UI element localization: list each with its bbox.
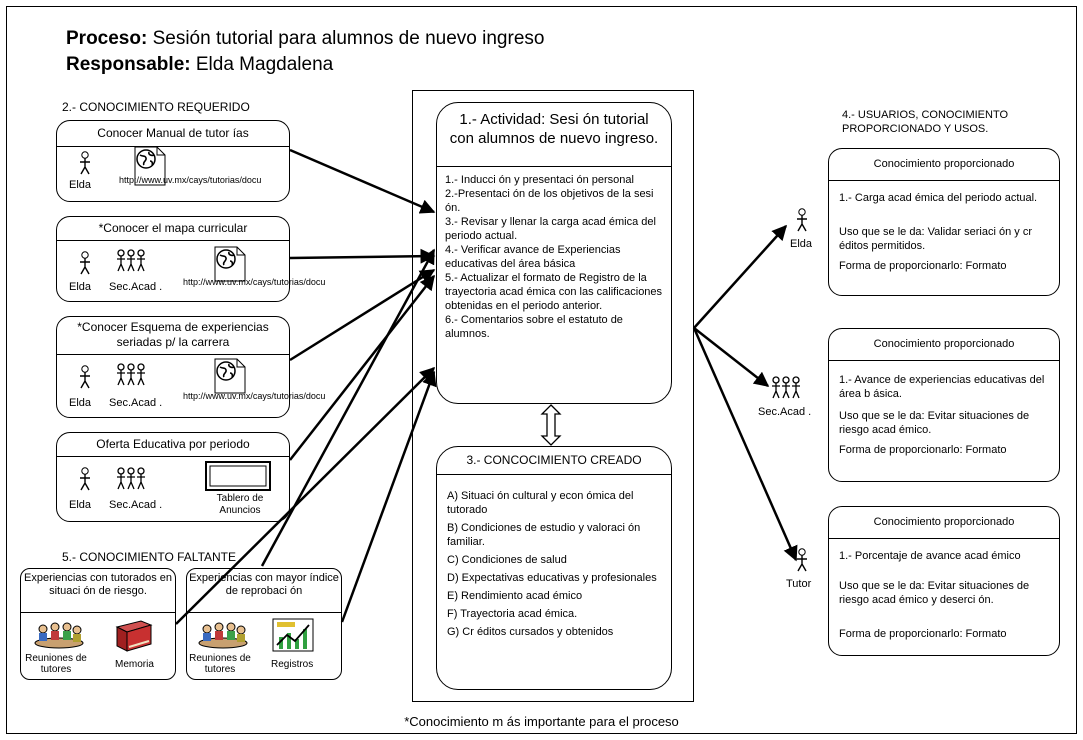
person-icon (797, 548, 807, 572)
double-arrow-icon (540, 404, 562, 446)
meeting-icon (198, 622, 248, 649)
user-box-secacad: Conocimiento proporcionado 1.- Avance de… (828, 328, 1060, 482)
person-icon (797, 208, 807, 232)
responsible-value: Elda Magdalena (195, 54, 334, 75)
group-icon (772, 376, 800, 399)
missing-item-label: Memoria (115, 659, 154, 670)
user-box-title: Conocimiento proporcionado (829, 507, 1059, 539)
activity-title: 1.- Actividad: Sesi ón tutorial con alum… (437, 103, 671, 167)
resource-label: Tablero de Anuncios (216, 493, 264, 516)
created-item: C) Condiciones de salud (447, 554, 567, 566)
created-item: B) Condiciones de estudio y valoraci ón … (447, 522, 641, 548)
missing-item-label: Reuniones de tutores (189, 653, 251, 675)
user-label: Sec.Acad . (758, 406, 812, 418)
actor-label: Elda (69, 499, 92, 511)
user-box-elda: Conocimiento proporcionado 1.- Carga aca… (828, 148, 1060, 296)
book-icon (115, 620, 153, 652)
diagram-frame (6, 6, 1077, 734)
user-use: Uso que se le da: Validar seriaci ón y c… (839, 226, 1032, 252)
user-label: Tutor (786, 578, 812, 590)
person-icon (80, 151, 90, 175)
activity-step: 5.- Actualizar el formato de Registro de… (445, 272, 663, 312)
activity-step: 2.-Presentaci ón de los objetivos de la … (445, 188, 654, 214)
chart-records-icon (272, 618, 314, 652)
user-knowledge: 1.- Porcentaje de avance acad émico (839, 550, 1021, 562)
user-box-title: Conocimiento proporcionado (829, 149, 1059, 181)
missing-box-riesgo: Experiencias con tutorados en situaci ón… (20, 568, 176, 680)
created-item: E) Rendimiento acad émico (447, 590, 583, 602)
responsible-label: Responsable: (66, 54, 191, 75)
actor-label: Sec.Acad . (109, 281, 163, 293)
actor-label: Sec.Acad . (109, 499, 163, 511)
activity-steps: 1.- Inducci ón y presentaci ón personal … (445, 173, 669, 341)
activity-step: 3.- Revisar y llenar la carga acad émica… (445, 216, 656, 242)
activity-step: 4.- Verificar avance de Experiencias edu… (445, 244, 621, 270)
user-use: Uso que se le da: Evitar situaciones de … (839, 580, 1030, 606)
group-icon (117, 467, 145, 490)
missing-item-label: Registros (271, 659, 314, 670)
missing-box-title: Experiencias con mayor índice de reproba… (187, 569, 341, 613)
created-knowledge-box: 3.- CONCOCIMIENTO CREADO A) Situaci ón c… (436, 446, 672, 690)
responsible-title: Responsable: Elda Magdalena (66, 54, 333, 76)
process-value: Sesión tutorial para alumnos de nuevo in… (152, 28, 545, 49)
web-document-icon (134, 146, 166, 186)
url-label[interactable]: http://www.uv.mx/cays/tutorias/docu (183, 277, 326, 287)
required-box-title: *Conocer el mapa curricular (57, 217, 289, 241)
user-use: Uso que se le da: Evitar situaciones de … (839, 410, 1030, 436)
activity-step: 6.- Comentarios sobre el estatuto de alu… (445, 314, 623, 340)
created-knowledge-list: A) Situaci ón cultural y econ ómica del … (447, 489, 667, 639)
required-box-title: Oferta Educativa por periodo (57, 433, 289, 457)
user-form: Forma de proporcionarlo: Formato (839, 628, 1007, 640)
created-item: G) Cr éditos cursados y obtenidos (447, 626, 614, 638)
created-item: A) Situaci ón cultural y econ ómica del … (447, 490, 634, 516)
group-icon (117, 363, 145, 386)
required-box-esquema: *Conocer Esquema de experiencias seriada… (56, 316, 326, 418)
user-box-title: Conocimiento proporcionado (829, 329, 1059, 361)
user-form: Forma de proporcionarlo: Formato (839, 260, 1007, 272)
user-knowledge: 1.- Carga acad émica del periodo actual. (839, 192, 1038, 204)
activity-step: 1.- Inducci ón y presentaci ón personal (445, 174, 634, 186)
web-document-icon (214, 358, 246, 394)
url-label[interactable]: http://www.uv.mx/cays/tutorias/docu (183, 391, 326, 401)
required-box-title: *Conocer Esquema de experiencias seriada… (57, 317, 289, 355)
created-item: D) Expectativas educativas y profesional… (447, 572, 657, 584)
person-icon (80, 365, 90, 389)
person-icon (80, 467, 90, 491)
activity-box: 1.- Actividad: Sesi ón tutorial con alum… (436, 102, 672, 404)
knowledge-missing-heading: 5.- CONOCIMIENTO FALTANTE (62, 550, 237, 564)
footer-note: *Conocimiento m ás importante para el pr… (404, 714, 679, 729)
user-label: Elda (790, 238, 813, 250)
person-icon (80, 251, 90, 275)
process-title: Proceso: Sesión tutorial para alumnos de… (66, 28, 544, 50)
created-knowledge-heading: 3.- CONCOCIMIENTO CREADO (437, 447, 671, 475)
group-icon (117, 249, 145, 272)
user-knowledge: 1.- Avance de experiencias educativas de… (839, 374, 1045, 400)
missing-item-label: Reuniones de tutores (25, 653, 87, 675)
actor-label: Sec.Acad . (109, 397, 163, 409)
created-item: F) Trayectoria acad émica. (447, 608, 578, 620)
url-label[interactable]: http://www.uv.mx/cays/tutorias/docu (119, 175, 262, 185)
user-box-tutor: Conocimiento proporcionado 1.- Porcentaj… (828, 506, 1060, 656)
required-box-oferta: Oferta Educativa por periodo Elda Sec.Ac… (56, 432, 290, 522)
required-box-curricular: *Conocer el mapa curricular Elda Sec.Aca… (56, 216, 326, 302)
actor-label: Elda (69, 281, 92, 293)
actor-label: Elda (69, 179, 92, 191)
bulletin-board-icon (205, 461, 271, 491)
meeting-icon (34, 622, 84, 649)
actor-label: Elda (69, 397, 92, 409)
user-form: Forma de proporcionarlo: Formato (839, 444, 1007, 456)
web-document-icon (214, 246, 246, 282)
users-heading: 4.- USUARIOS, CONOCIMIENTO PROPORCIONADO… (842, 109, 1009, 135)
missing-box-title: Experiencias con tutorados en situaci ón… (21, 569, 175, 613)
process-label: Proceso: (66, 28, 148, 49)
required-box-manual: Conocer Manual de tutor ías Elda http://… (56, 120, 290, 202)
missing-box-reprobacion: Experiencias con mayor índice de reproba… (186, 568, 342, 680)
knowledge-required-heading: 2.- CONOCIMIENTO REQUERIDO (62, 100, 250, 114)
required-box-title: Conocer Manual de tutor ías (57, 121, 289, 147)
